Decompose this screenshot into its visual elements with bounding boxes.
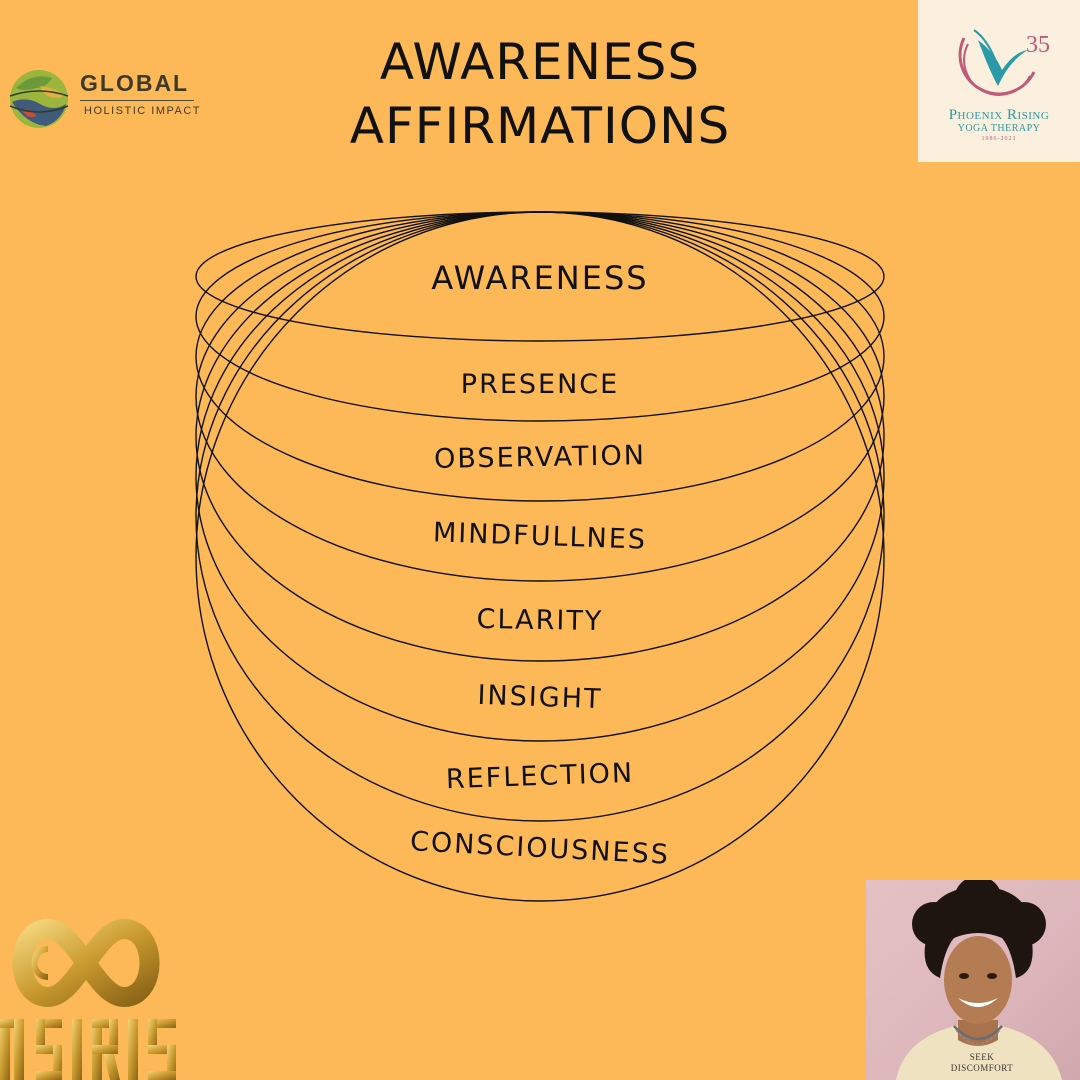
ring-7	[195, 211, 885, 822]
layer-label-3: OBSERVATION	[434, 440, 646, 475]
phoenix-logo-years: 1986-2021	[981, 136, 1017, 142]
ring-8	[195, 211, 885, 902]
title-line-2: AFFIRMATIONS	[349, 97, 731, 155]
phoenix-logo-name: Phoenix Rising	[948, 107, 1050, 123]
shirt-text: SEEK DISCOMFORT	[942, 1052, 1022, 1074]
global-holistic-impact-logo: GLOBAL HOLISTIC IMPACT	[6, 62, 206, 134]
shirt-text-line-2: DISCOMFORT	[950, 1063, 1014, 1073]
phoenix-bird-icon: 35	[958, 29, 1050, 96]
person-photo-illustration	[896, 880, 1062, 1080]
layer-label-2: PRESENCE	[461, 369, 619, 400]
layer-label-5: CLARITY	[476, 604, 603, 637]
layer-label-1: AWARENESS	[431, 259, 648, 297]
phoenix-logo-subtitle: YOGA THERAPY	[957, 123, 1041, 134]
layer-label-8: CONSCIOUSNESS	[409, 826, 670, 871]
page-title: AWARENESS AFFIRMATIONS	[0, 30, 1080, 158]
global-logo-subtitle: HOLISTIC IMPACT	[84, 105, 202, 117]
osiris-infinity-icon	[0, 918, 176, 1080]
layer-label-4: MINDFULLNES	[432, 517, 647, 555]
global-logo-divider	[80, 100, 194, 101]
layer-label-7: REFLECTION	[445, 758, 634, 796]
diagram-rings	[195, 211, 885, 902]
phoenix-badge-number: 35	[1026, 32, 1050, 58]
shirt-text-line-1: SEEK	[969, 1052, 995, 1062]
person-portrait: SEEK DISCOMFORT	[866, 880, 1080, 1080]
phoenix-rising-logo: 35 Phoenix Rising YOGA THERAPY 1986-2021	[918, 0, 1080, 162]
osiris-logo	[0, 915, 180, 1080]
title-line-1: AWARENESS	[379, 33, 701, 91]
globe-icon	[9, 70, 69, 128]
layer-label-6: INSIGHT	[477, 680, 603, 715]
global-logo-name: GLOBAL	[80, 70, 190, 96]
